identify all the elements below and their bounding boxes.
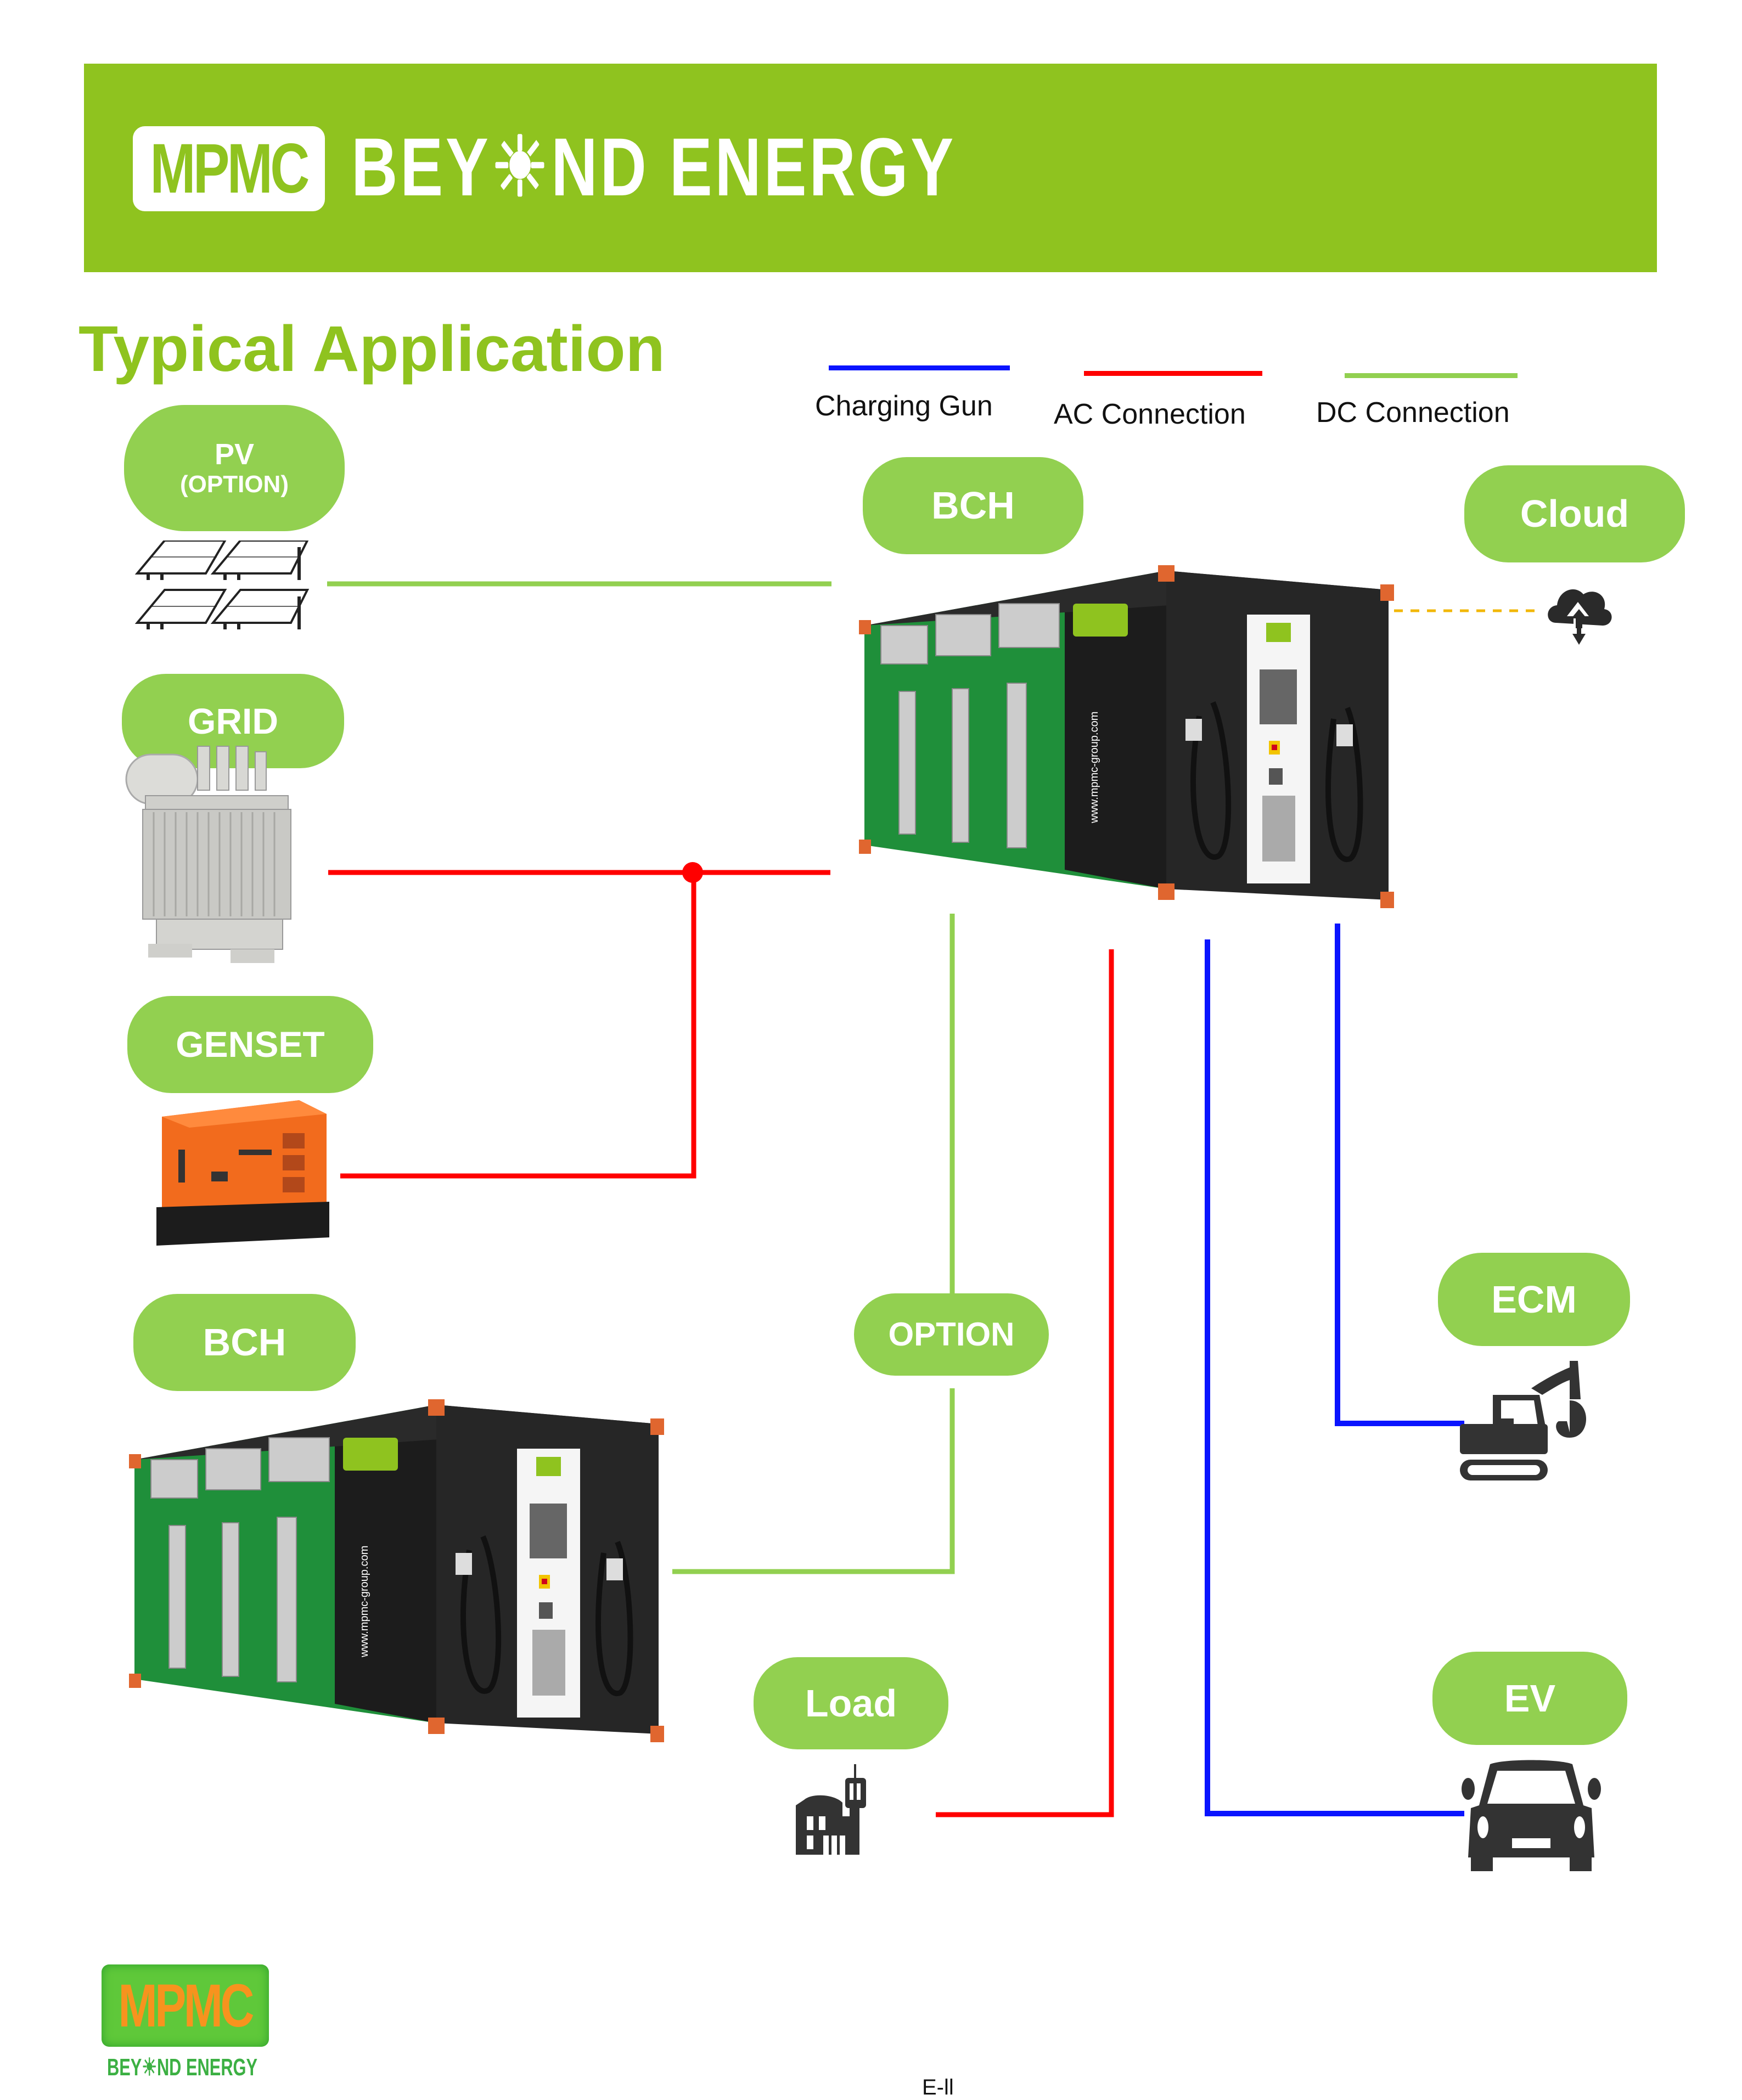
- pill-ecm: ECM: [1438, 1253, 1630, 1346]
- pill-genset: GENSET: [127, 996, 373, 1093]
- brand-tagline: BEY☀ND ENERGY: [351, 121, 1127, 213]
- legend-line-ac: [1084, 371, 1262, 376]
- pill-pv-title: PV: [214, 438, 255, 471]
- pill-genset-title: GENSET: [176, 1024, 325, 1065]
- brand-tagline-text: BEY☀ND ENERGY: [351, 121, 956, 213]
- header-banner: [84, 64, 1657, 272]
- generator-icon: [156, 1100, 329, 1246]
- bch-main-website: www.mpmc-group.com: [1088, 712, 1100, 824]
- cloud-sync-icon: [1548, 589, 1612, 645]
- legend-label-dc: DC Connection: [1316, 397, 1510, 429]
- pill-load: Load: [754, 1657, 948, 1749]
- pill-bch-main: BCH: [863, 457, 1083, 554]
- pill-bch-secondary: BCH: [133, 1294, 356, 1391]
- footer-logo-tagline: BEY☀ND ENERGY: [107, 2054, 258, 2081]
- dc-line-option-bch-secondary: [672, 1388, 955, 1574]
- pill-ecm-title: ECM: [1491, 1277, 1577, 1321]
- pill-ev-title: EV: [1504, 1676, 1556, 1720]
- gun-line-bch-ev: [1205, 939, 1464, 1816]
- footer-logo: MPMC: [102, 1964, 269, 2047]
- gun-line-bch-ecm: [1335, 924, 1464, 1426]
- car-icon: [1462, 1760, 1601, 1871]
- pill-bch-secondary-title: BCH: [203, 1321, 286, 1364]
- brand-logo: MPMC: [133, 126, 325, 211]
- page-title: Typical Application: [78, 313, 665, 385]
- transformer-icon: [125, 746, 291, 963]
- pill-ev: EV: [1432, 1652, 1627, 1745]
- footer-logo-text: MPMC: [118, 1972, 255, 2040]
- ac-line-genset-junction: [340, 872, 696, 1179]
- pill-load-title: Load: [805, 1681, 897, 1725]
- battery-container-icon: www.mpmc-group.com: [859, 565, 1394, 908]
- solar-panel-icon: [134, 541, 310, 629]
- legend-label-charging-gun: Charging Gun: [815, 390, 993, 422]
- pill-grid-title: GRID: [188, 700, 278, 741]
- bch-secondary-website: www.mpmc-group.com: [358, 1546, 370, 1658]
- pill-cloud: Cloud: [1464, 465, 1685, 562]
- pill-grid: GRID: [122, 674, 344, 768]
- page-number: E-ll: [922, 2075, 954, 2099]
- brand-logo-text: MPMC: [150, 130, 310, 208]
- building-icon: [796, 1764, 866, 1855]
- excavator-icon: [1460, 1361, 1586, 1480]
- pill-pv-subtitle: (OPTION): [180, 470, 289, 498]
- pill-option: OPTION: [854, 1293, 1049, 1376]
- pill-cloud-title: Cloud: [1520, 492, 1629, 535]
- pill-option-title: OPTION: [888, 1316, 1015, 1353]
- pill-pv: PV (OPTION): [124, 405, 345, 531]
- legend-line-dc: [1345, 373, 1518, 378]
- battery-container-icon: www.mpmc-group.com: [129, 1399, 664, 1742]
- legend-label-ac: AC Connection: [1054, 398, 1246, 430]
- pill-bch-main-title: BCH: [931, 484, 1015, 527]
- ac-line-bch-load: [936, 949, 1114, 1817]
- legend-line-charging-gun: [829, 365, 1010, 370]
